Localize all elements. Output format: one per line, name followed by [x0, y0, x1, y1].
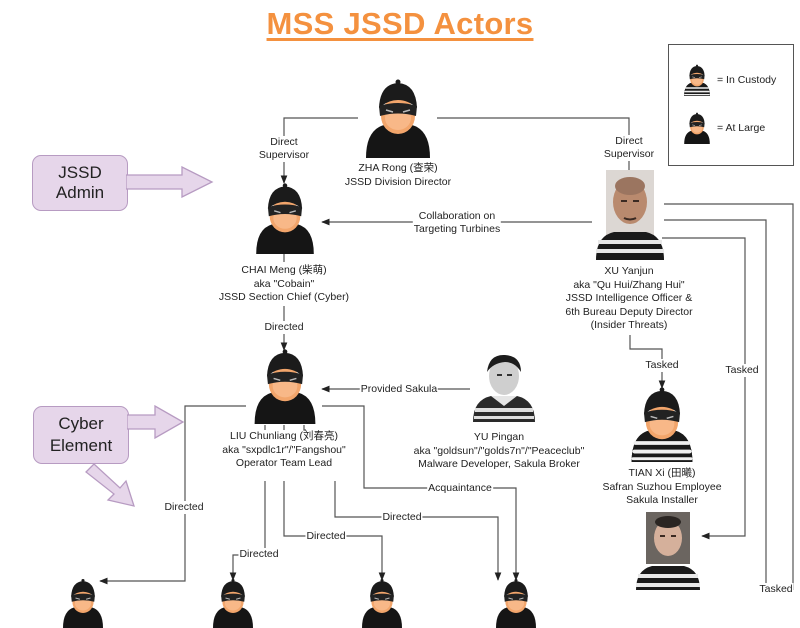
actor-photo-unknown-bottom[interactable]: [632, 510, 702, 590]
actor-caption-liu-chunliang: LIU Chunliang (刘春亮) aka "sxpdlc1r"/"Fang…: [222, 430, 345, 471]
group-cyber-element-arrow: [127, 405, 185, 439]
legend-at-large: = At Large: [681, 109, 765, 147]
actor-name: TIAN Xi (田曦): [628, 467, 696, 479]
actor-avatar-bottom-2[interactable]: [208, 578, 258, 628]
edge-label-xu-to-chai: Collaboration on Targeting Turbines: [412, 210, 502, 236]
edge-xu-line-2: [664, 219, 767, 590]
actor-role: JSSD Section Chief (Cyber): [218, 291, 350, 303]
in-custody-icon: [684, 64, 710, 96]
actor-role: Operator Team Lead: [235, 457, 333, 469]
actor-photo-xu-yanjun[interactable]: [592, 170, 664, 260]
actor-avatar-bottom-1[interactable]: [58, 578, 108, 628]
legend: = In Custody = At Large: [668, 44, 794, 166]
edge-label-line: Collaboration on: [418, 210, 496, 222]
edge-liu-to-a: [229, 481, 266, 581]
actor-role: JSSD Division Director: [344, 175, 452, 188]
actor-avatar-tian-xi[interactable]: [624, 386, 700, 462]
actor-avatar-bottom-4[interactable]: [491, 578, 541, 628]
edge-label-chai-to-liu: Directed: [263, 321, 305, 334]
actor-role: (Insider Threats): [590, 319, 668, 331]
edge-liu-to-left: [99, 405, 246, 585]
edge-label-line: Direct: [270, 136, 298, 148]
group-label: Element: [49, 436, 113, 455]
edge-label-zha-to-chai: Direct Supervisor: [257, 136, 311, 162]
actor-role: 6th Bureau Deputy Director: [565, 305, 693, 318]
actor-alias: aka "Cobain": [253, 277, 315, 290]
actor-alias: aka "sxpdlc1r"/"Fangshou": [222, 443, 346, 456]
actor-photo-yu-pingan[interactable]: [469, 350, 539, 422]
actor-caption-xu-yanjun: XU Yanjun aka "Qu Hui/Zhang Hui" JSSD In…: [565, 265, 692, 333]
edge-label-line: Supervisor: [603, 148, 655, 160]
actor-alias: aka "Qu Hui/Zhang Hui": [573, 278, 685, 291]
actor-role: JSSD Intelligence Officer &: [565, 292, 693, 304]
edge-label-liu-to-b: Directed: [305, 530, 347, 543]
legend-label: = At Large: [717, 122, 766, 134]
edge-liu-acquaintance: [322, 405, 520, 581]
edge-label-line: Targeting Turbines: [413, 223, 501, 235]
group-cyber-element: Cyber Element: [33, 406, 129, 464]
edge-zha-to-xu: [437, 117, 630, 170]
edge-label-liu-to-c: Directed: [381, 511, 423, 524]
actor-caption-yu-pingan: YU Pingan aka "goldsun"/"golds7n"/"Peace…: [414, 431, 585, 472]
actor-role: Safran Suzhou Employee: [602, 480, 722, 493]
group-label: JSSD Admin: [55, 163, 105, 202]
edge-liu-to-c: [334, 481, 502, 581]
edge-label-liu-to-left: Directed: [163, 501, 205, 514]
actor-caption-chai-meng: CHAI Meng (柴萌) aka "Cobain" JSSD Section…: [219, 264, 349, 305]
actor-name: XU Yanjun: [604, 265, 654, 277]
actor-role: Malware Developer, Sakula Broker: [418, 458, 580, 470]
actor-name: LIU Chunliang (刘春亮): [230, 430, 338, 442]
unknown-bottom-photo-icon: [636, 512, 700, 590]
actor-alias: aka "goldsun"/"golds7n"/"Peaceclub": [413, 444, 585, 457]
yu-pingan-photo-icon: [473, 354, 535, 422]
legend-label: = In Custody: [717, 74, 777, 86]
group-jssd-admin: JSSD Admin: [32, 155, 128, 211]
actor-avatar-liu-chunliang[interactable]: [246, 348, 324, 424]
group-label: Cyber: [58, 414, 104, 433]
edge-label-xu-to-tian: Tasked: [644, 359, 680, 372]
actor-name: ZHA Rong (查荣): [358, 162, 438, 174]
actor-avatar-bottom-3[interactable]: [357, 578, 407, 628]
legend-in-custody: = In Custody: [681, 61, 776, 99]
actor-avatar-zha-rong[interactable]: [358, 78, 438, 158]
edge-xu-line-3: [664, 203, 794, 590]
actor-name: YU Pingan: [473, 431, 525, 443]
group-cyber-element-arrow-down: [85, 463, 135, 507]
edge-label-acquaintance: Acquaintance: [427, 482, 493, 495]
actor-avatar-chai-meng[interactable]: [246, 182, 324, 254]
edge-label-liu-to-a: Directed: [238, 548, 280, 561]
edge-label-zha-to-xu: Direct Supervisor: [602, 135, 656, 161]
diagram-title: MSS JSSD Actors: [266, 6, 534, 41]
at-large-icon: [684, 112, 710, 144]
xu-yanjun-photo-icon: [596, 170, 664, 260]
edge-label-xu-to-photo: Tasked: [724, 364, 760, 377]
edge-label-yu-to-liu: Provided Sakula: [359, 383, 439, 396]
edge-label-line: Supervisor: [258, 149, 310, 161]
edge-label-line: Direct: [615, 135, 643, 147]
actor-name: CHAI Meng (柴萌): [241, 264, 327, 276]
actor-role: Sakula Installer: [626, 494, 698, 506]
edge-xu-to-photo: [662, 237, 746, 540]
actor-caption-zha-rong: ZHA Rong (查荣) JSSD Division Director: [345, 162, 451, 189]
group-jssd-admin-arrow: [126, 166, 214, 198]
actor-caption-tian-xi: TIAN Xi (田曦) Safran Suzhou Employee Saku…: [602, 467, 721, 508]
